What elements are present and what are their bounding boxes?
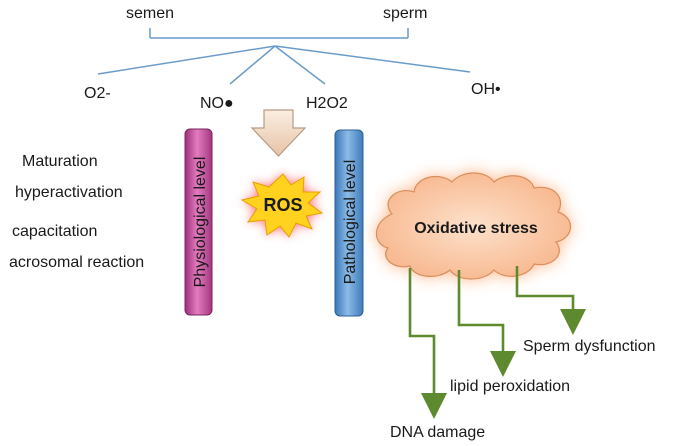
species-h2o2-label: H2O2	[306, 95, 348, 112]
process-capacitation: capacitation	[12, 223, 97, 240]
process-hyperactivation: hyperactivation	[15, 184, 123, 201]
outcome-arrows	[408, 266, 586, 419]
species-no-label: NO●	[200, 95, 234, 112]
process-maturation: Maturation	[22, 153, 98, 170]
ros-label: ROS	[263, 195, 302, 215]
source-bracket	[149, 28, 409, 39]
ros-burst	[240, 173, 324, 238]
pathological-bar-label: Pathological level	[342, 160, 359, 285]
arrow-to-sperm-dysfunction	[515, 266, 586, 335]
physiological-bar-label: Physiological level	[192, 157, 209, 288]
arrow-to-lipid-peroxidation	[457, 270, 516, 377]
sperm-label: sperm	[383, 5, 427, 22]
outcome-sperm-dysfunction: Sperm dysfunction	[523, 338, 656, 355]
outcome-dna-damage: DNA damage	[390, 424, 485, 441]
physiological-bar	[184, 128, 213, 316]
arrow-to-dna-damage	[408, 268, 447, 419]
species-o2-label: O2-	[84, 85, 111, 102]
process-acrosomal-reaction: acrosomal reaction	[9, 254, 144, 271]
oxidative-stress-cloud	[375, 172, 572, 280]
semen-label: semen	[126, 5, 174, 22]
oxidative-stress-label: Oxidative stress	[414, 220, 538, 237]
species-oh-label: OH•	[471, 81, 501, 98]
species-lines	[97, 45, 471, 85]
pathological-bar	[334, 129, 364, 317]
outcome-lipid-peroxidation: lipid peroxidation	[450, 378, 570, 395]
down-arrow	[250, 109, 307, 157]
